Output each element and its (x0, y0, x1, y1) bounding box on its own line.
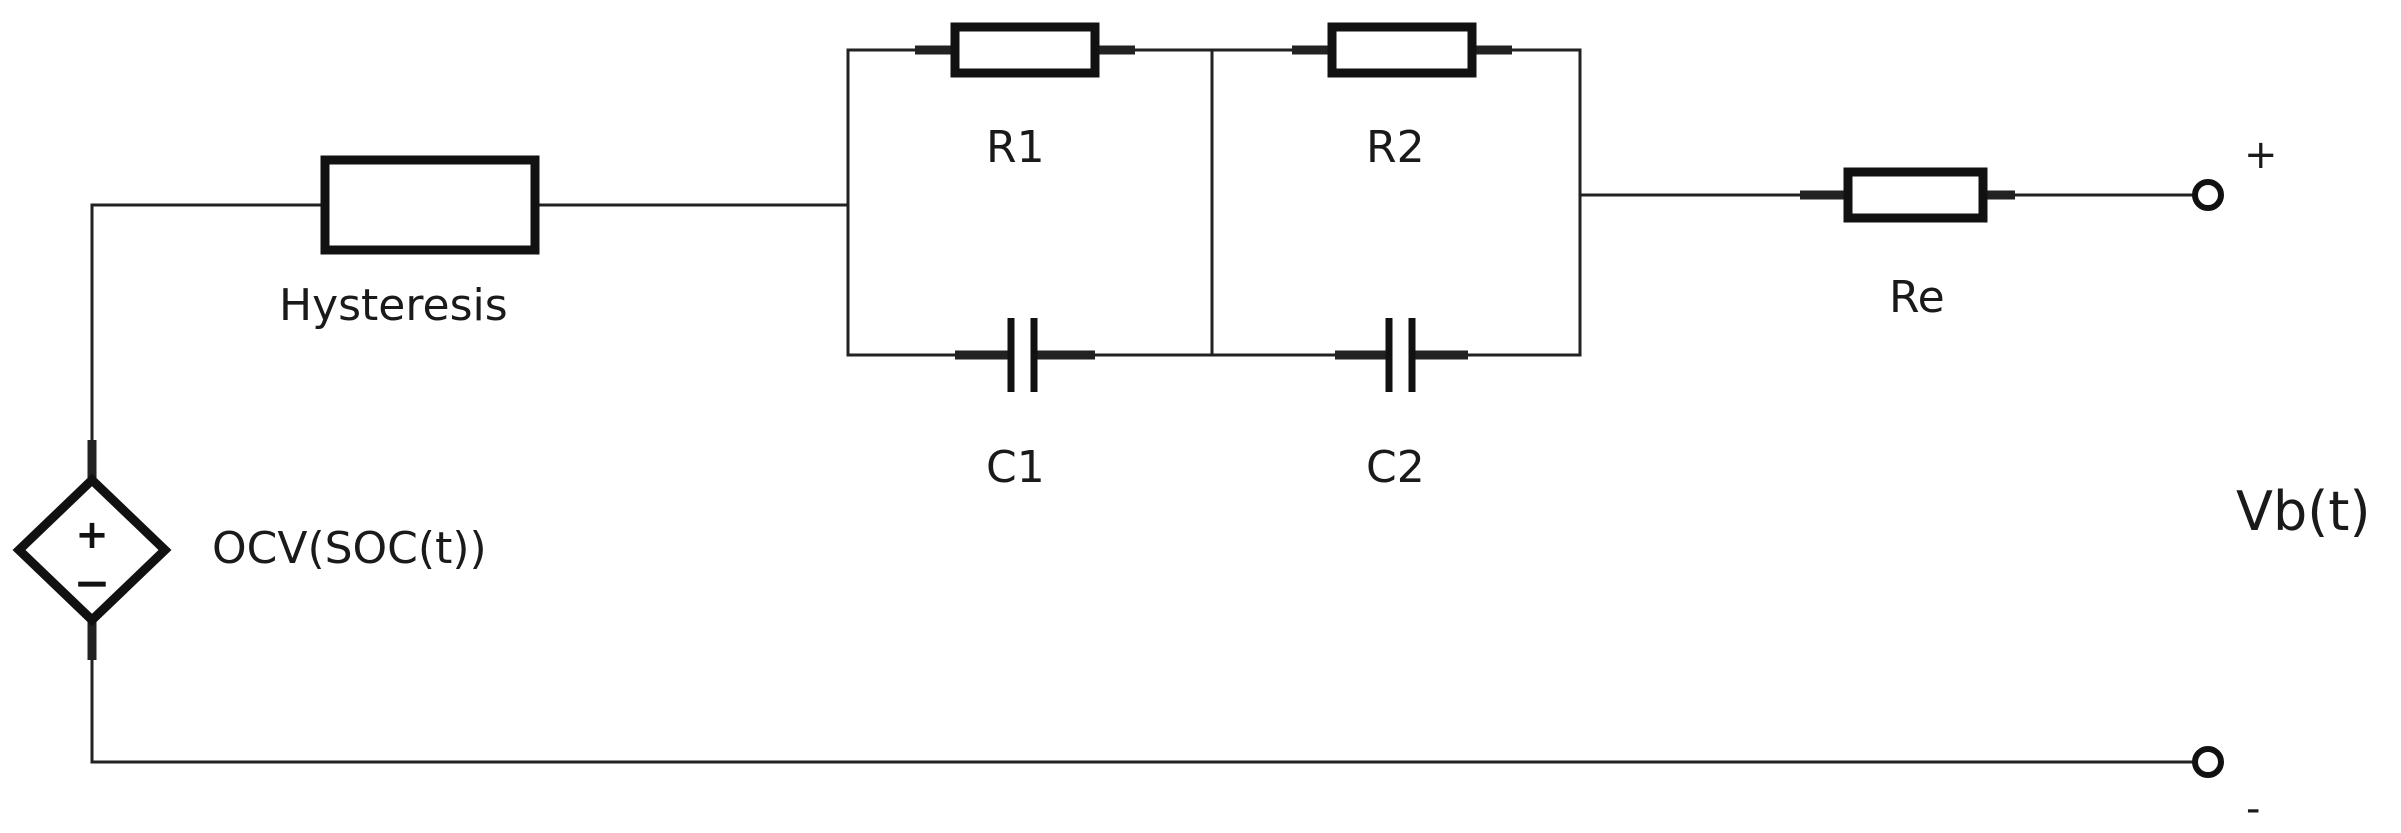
c2-label: C2 (1366, 442, 1425, 493)
re-resistor (1800, 167, 2015, 223)
c2-capacitor (1335, 318, 1468, 392)
ocv-source-label: OCV(SOC(t)) (212, 523, 487, 574)
r1-resistor (915, 22, 1135, 78)
ocv-source-positive-sign: + (75, 512, 109, 558)
negative-terminal-label: - (2246, 786, 2260, 832)
ocv-source-negative-sign: − (74, 558, 111, 609)
positive-terminal (2192, 179, 2224, 211)
positive-terminal-label: + (2244, 132, 2278, 178)
r2-resistor (1292, 22, 1512, 78)
hysteresis-resistor (320, 155, 540, 255)
re-resistor-body (1843, 167, 1988, 223)
hysteresis-label: Hysteresis (279, 280, 508, 331)
r1-resistor-body (950, 22, 1100, 78)
output-terminals (2192, 179, 2224, 778)
c1-label: C1 (986, 442, 1045, 493)
ocv-source: + − (12, 440, 172, 660)
c1-capacitor (955, 318, 1095, 392)
terminal-voltage-label: Vb(t) (2236, 480, 2371, 543)
hysteresis-resistor-body (320, 155, 540, 255)
r1-label: R1 (986, 122, 1045, 173)
r2-resistor-body (1327, 22, 1477, 78)
negative-terminal (2192, 746, 2224, 778)
labels: Hysteresis R1 R2 C1 C2 Re OCV(SOC(t)) + … (212, 122, 2371, 832)
wires (90, 48, 2198, 764)
ocv-source-diamond (12, 473, 172, 627)
r2-label: R2 (1366, 122, 1425, 173)
re-label: Re (1889, 272, 1945, 323)
